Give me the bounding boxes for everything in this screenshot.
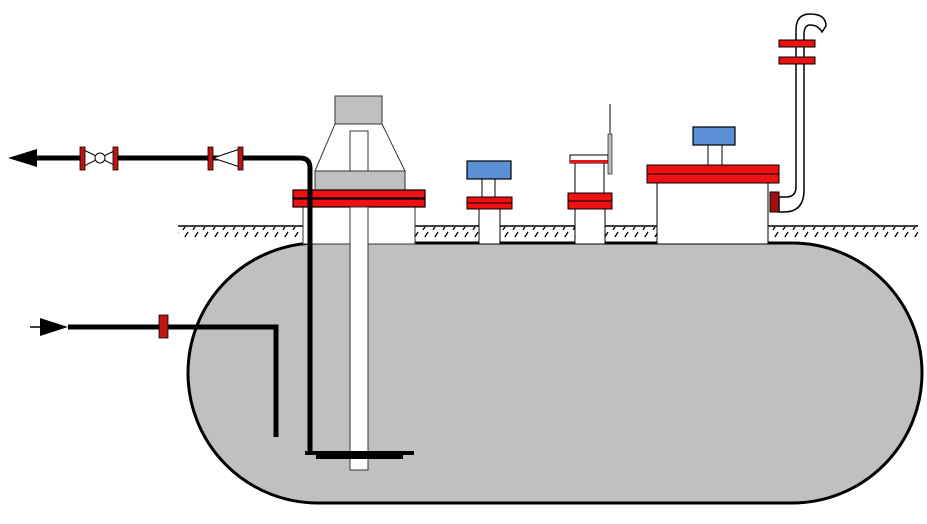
vent-pipe-icon bbox=[769, 13, 827, 213]
inlet-pipe bbox=[30, 314, 279, 437]
check-valve-icon bbox=[207, 146, 244, 171]
tank-body bbox=[186, 241, 924, 505]
pump-assembly bbox=[292, 95, 426, 471]
gate-valve-icon bbox=[79, 146, 119, 171]
outlet-arrow-icon bbox=[8, 149, 37, 167]
inlet-arrow-icon bbox=[40, 318, 68, 336]
outlet-pipe bbox=[8, 146, 313, 455]
ground-line bbox=[178, 225, 918, 237]
pump-flange bbox=[292, 189, 426, 199]
manhole-fitting bbox=[646, 126, 780, 245]
fill-cap-fitting bbox=[466, 160, 513, 245]
gauge-fitting bbox=[567, 104, 613, 245]
inlet-flange bbox=[158, 314, 169, 339]
